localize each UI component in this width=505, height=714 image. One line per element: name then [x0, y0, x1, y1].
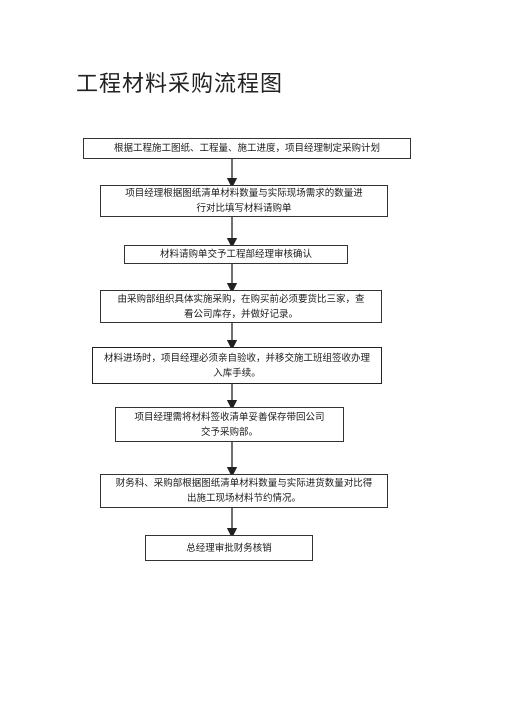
step-3-text: 材料请购单交予工程部经理审核确认	[159, 249, 312, 260]
page-title: 工程材料采购流程图	[76, 72, 284, 97]
step-4-text: 由采购部组织具体实施采购，在购买前必须要货比三家，查看公司库存，并做好记录。	[117, 293, 365, 320]
step-7-box: 财务科、采购部根据图纸清单材料数量与实际进货数量对比得出施工现场材料节约情况。	[100, 474, 388, 508]
step-1-text: 根据工程施工图纸、工程量、施工进度，项目经理制定采购计划	[113, 143, 380, 154]
step-2-box: 项目经理根据图纸清单材料数量与实际现场需求的数量进行对比填写材料请购单	[100, 185, 388, 217]
step-5-text: 材料进场时，项目经理必须亲自验收，并移交施工班组签收办理入库手续。	[103, 352, 370, 379]
step-5-box: 材料进场时，项目经理必须亲自验收，并移交施工班组签收办理入库手续。	[92, 347, 382, 384]
step-3-box: 材料请购单交予工程部经理审核确认	[124, 245, 348, 264]
step-6-box: 项目经理需将材料签收清单妥善保存带回公司交予采购部。	[115, 407, 344, 442]
step-4-box: 由采购部组织具体实施采购，在购买前必须要货比三家，查看公司库存，并做好记录。	[100, 290, 382, 323]
step-8-text: 总经理审批财务核销	[186, 542, 272, 554]
step-2-text: 项目经理根据图纸清单材料数量与实际现场需求的数量进行对比填写材料请购单	[125, 188, 363, 214]
step-1-box: 根据工程施工图纸、工程量、施工进度，项目经理制定采购计划	[83, 138, 411, 159]
step-7-text: 财务科、采购部根据图纸清单材料数量与实际进货数量对比得出施工现场材料节约情况。	[115, 478, 373, 504]
step-8-box: 总经理审批财务核销	[145, 535, 313, 561]
step-6-text: 项目经理需将材料签收清单妥善保存带回公司交予采购部。	[134, 411, 325, 438]
